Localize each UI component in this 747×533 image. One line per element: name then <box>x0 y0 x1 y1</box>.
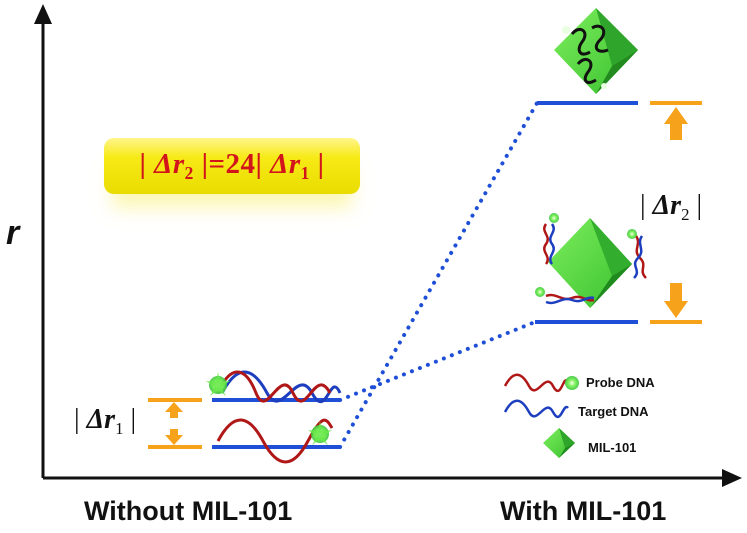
mil101-with-probe-dna <box>554 8 638 94</box>
y-axis <box>34 4 52 478</box>
dotted-connectors <box>338 101 539 449</box>
formula-box: | Δr2 |=24| Δr1 | <box>104 138 360 194</box>
down-arrow-icon <box>165 429 183 445</box>
down-arrow-icon <box>664 283 688 318</box>
delta-r2-indicator <box>650 101 702 324</box>
legend-icons <box>503 373 579 458</box>
connector-lower-left-to-upper-right <box>338 101 539 449</box>
up-arrow-icon <box>165 402 183 418</box>
without-mil101-label: Without MIL-101 <box>84 496 293 526</box>
delta-r2-label: | Δr2 | <box>640 190 703 224</box>
connector-upper-left-to-lower-right <box>338 320 537 402</box>
mil101-with-duplexes <box>535 213 647 308</box>
target-dna-icon <box>503 399 569 419</box>
formula-text: | Δr2 |=24| Δr1 | <box>139 147 325 184</box>
probe-dna-lower-left <box>216 418 334 464</box>
legend-mil101: MIL-101 <box>588 440 637 455</box>
delta-r1-indicator <box>148 398 202 449</box>
probe-target-duplex-upper-left <box>206 370 342 403</box>
probe-dna-icon <box>503 373 579 393</box>
y-axis-label: r <box>6 214 20 252</box>
with-mil101-label: With MIL-101 <box>500 496 667 526</box>
legend-probe-dna: Probe DNA <box>586 375 655 390</box>
mil101-icon <box>543 428 575 458</box>
delta-r1-label: | Δr1 | <box>74 404 137 438</box>
up-arrow-icon <box>664 107 688 140</box>
legend-target-dna: Target DNA <box>578 404 649 419</box>
x-axis <box>43 469 742 487</box>
